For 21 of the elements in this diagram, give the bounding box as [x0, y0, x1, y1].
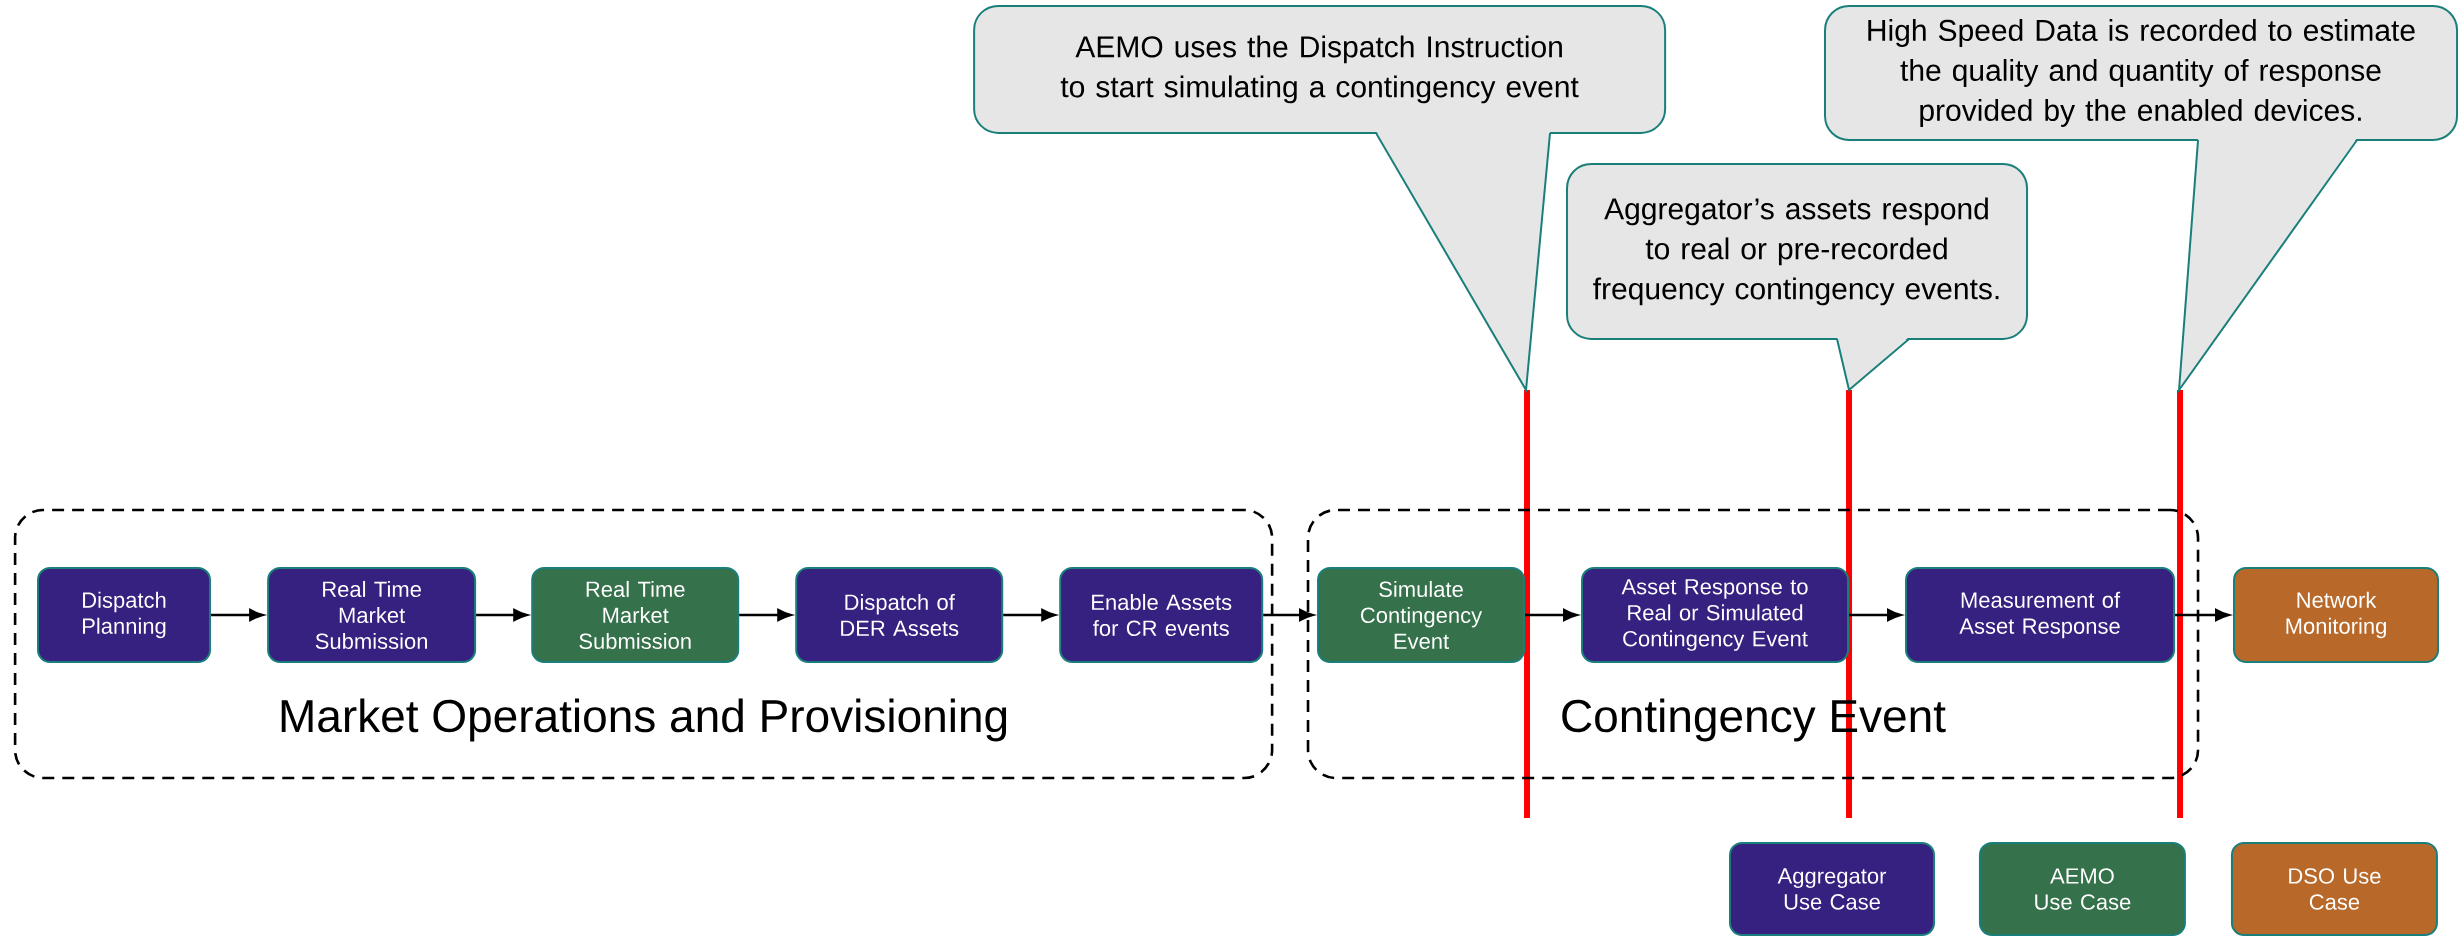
legend-item: AEMO Use Case	[1978, 842, 2186, 936]
arrow	[1003, 608, 1056, 622]
legend-item: Aggregator Use Case	[1729, 842, 1935, 936]
legend-item: DSO Use Case	[2230, 842, 2438, 936]
arrow	[1525, 608, 1578, 622]
process-box: Dispatch of DER Assets	[795, 567, 1004, 663]
process-box: Network Monitoring	[2233, 567, 2440, 663]
process-box: Enable Assets for CR events	[1059, 567, 1264, 663]
process-box: Real Time Market Submission	[267, 567, 477, 663]
process-box: Real Time Market Submission	[531, 567, 740, 663]
arrow	[1849, 608, 1902, 622]
arrow	[1263, 608, 1314, 622]
process-box: Dispatch Planning	[37, 567, 211, 663]
arrow	[211, 608, 264, 622]
arrow	[739, 608, 792, 622]
arrow	[476, 608, 528, 622]
callout: Aggregator’s assets respond to real or pre-recorded frequency contingency events.	[1566, 162, 2029, 392]
process-box: Measurement of Asset Response	[1905, 567, 2176, 663]
process-box: Simulate Contingency Event	[1317, 567, 1525, 663]
arrow	[2175, 608, 2230, 622]
process-box: Asset Response to Real or Simulated Contingency Event	[1581, 567, 1849, 663]
